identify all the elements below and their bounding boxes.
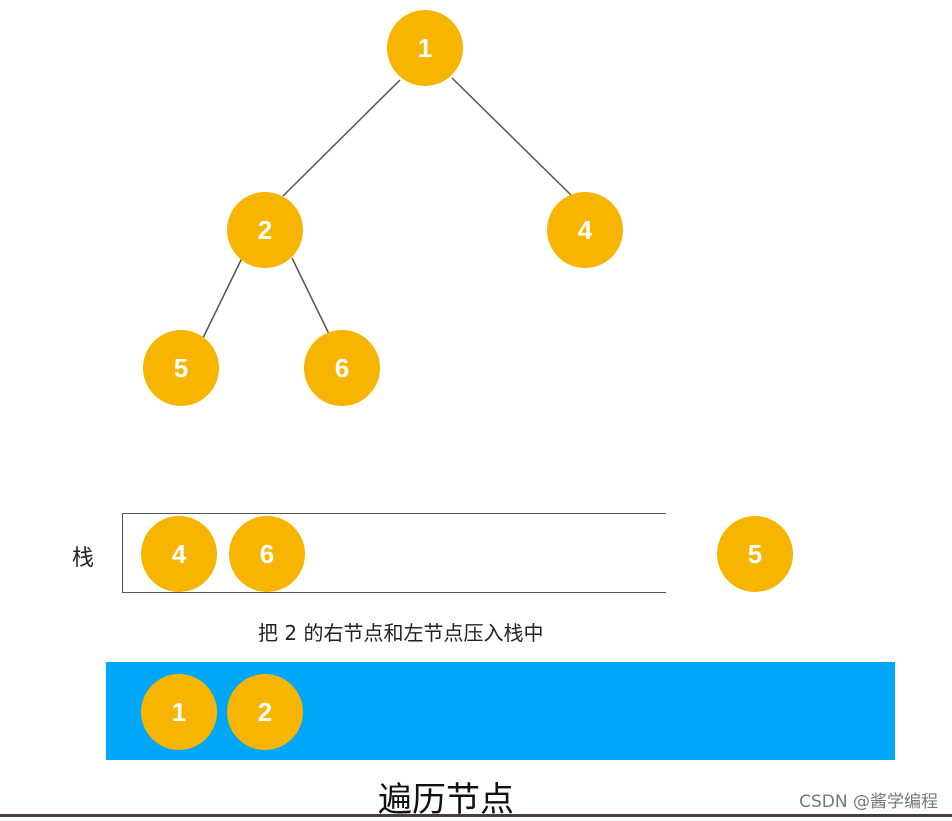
- step-caption: 把 2 的右节点和左节点压入栈中: [258, 621, 544, 645]
- visited-item-2-label: 2: [257, 696, 273, 727]
- stack-item-6: 6: [229, 516, 305, 592]
- stack-label: 栈: [72, 545, 95, 570]
- edge-2-6: [291, 257, 331, 337]
- stack-item-4: 4: [141, 516, 217, 592]
- visited-title: 遍历节点: [378, 780, 514, 820]
- stack-item-6-label: 6: [259, 538, 275, 569]
- watermark: CSDN @酱学编程: [799, 792, 938, 812]
- visited-item-1-label: 1: [171, 696, 187, 727]
- visited-bar: [106, 662, 895, 760]
- visited-item-2: 2: [227, 674, 303, 750]
- stack-item-4-label: 4: [171, 538, 187, 569]
- edge-2-5: [201, 257, 243, 341]
- tree-node-5: 5: [143, 330, 219, 406]
- tree-node-2-label: 2: [257, 214, 273, 245]
- tree-node-1: 1: [387, 10, 463, 86]
- tree-node-6: 6: [304, 330, 380, 406]
- tree-node-2: 2: [227, 192, 303, 268]
- stack-container: [122, 513, 666, 593]
- edge-1-2: [282, 79, 401, 197]
- tree-node-6-label: 6: [334, 352, 350, 383]
- tree-node-1-label: 1: [417, 32, 433, 63]
- tree-node-4: 4: [547, 192, 623, 268]
- tree-node-5-label: 5: [173, 352, 189, 383]
- edge-1-4: [451, 77, 573, 197]
- visited-item-1: 1: [141, 674, 217, 750]
- popped-node-5-label: 5: [747, 538, 763, 569]
- popped-node-5: 5: [717, 516, 793, 592]
- tree-node-4-label: 4: [577, 214, 593, 245]
- bottom-divider: [0, 814, 952, 817]
